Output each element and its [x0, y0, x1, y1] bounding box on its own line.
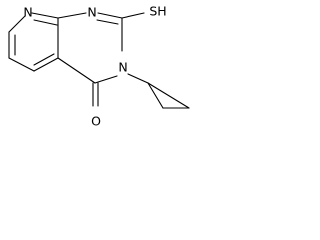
atom-n-amide: N — [118, 60, 127, 75]
atom-carbonyl-oxygen: O — [91, 114, 101, 129]
bond-c5-c6 — [8, 57, 35, 72]
bond-c7-npyr — [8, 15, 26, 33]
bond-c4a-c5-double — [33, 53, 55, 66]
bond-n3-c4 — [94, 75, 118, 84]
atom-thiol: SH — [149, 4, 166, 19]
carbonyl-group — [92, 82, 99, 107]
bond-cp-a — [147, 82, 164, 109]
atom-n-pyrimidine: N — [87, 5, 96, 20]
cyclopropyl-group — [127, 73, 190, 109]
atom-n-pyridine: N — [23, 5, 32, 20]
bond-n1-c2-double — [96, 19, 119, 25]
bond-c2-s — [121, 12, 145, 19]
bond-n3-cp — [127, 73, 149, 84]
bond-c8a-n1 — [57, 12, 87, 19]
pyrimidine-ring — [57, 12, 123, 84]
chemical-structure-diagram: N N N SH O — [8, 4, 190, 129]
bond-npyr-c8a-double — [33, 19, 58, 26]
bond-n1-c2 — [97, 12, 123, 19]
bond-cp-b — [147, 82, 190, 109]
bond-npyr-c8a — [31, 12, 59, 19]
pyridine-ring — [8, 12, 59, 72]
bond-c4a-c5 — [33, 57, 59, 72]
bond-c4-c4a — [57, 57, 96, 84]
